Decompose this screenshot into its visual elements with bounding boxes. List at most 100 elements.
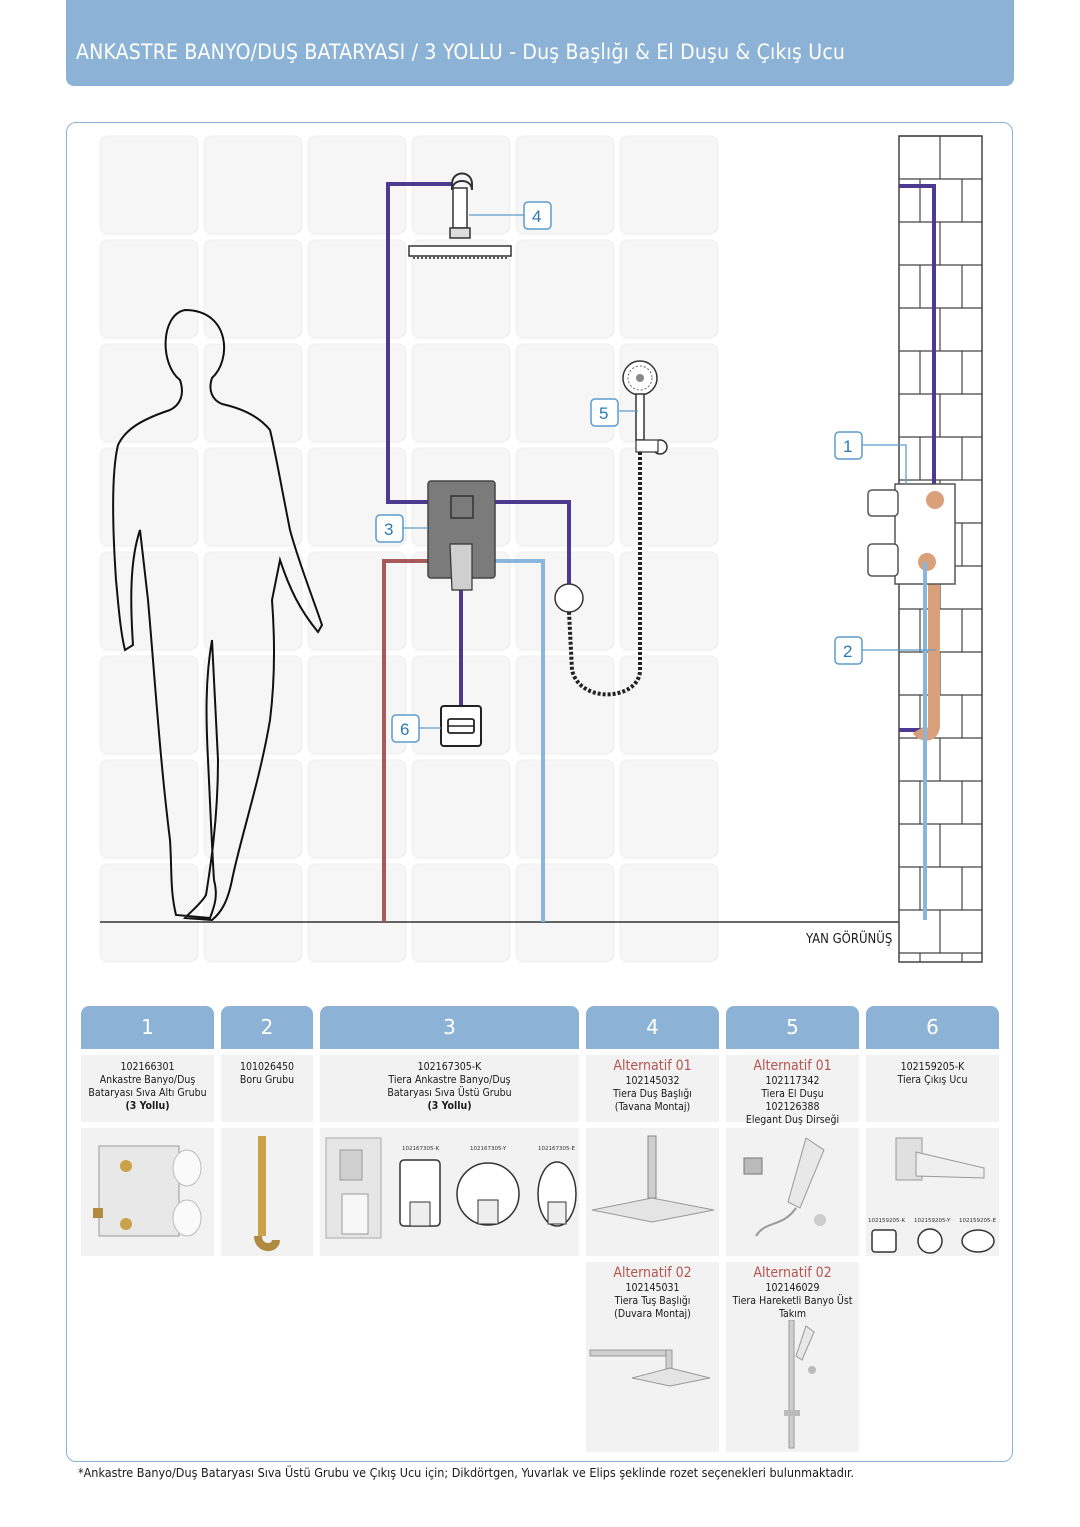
part-1-image [81,1128,214,1256]
callout-2-label: 2 [843,642,852,661]
wall-shower-icon [589,1349,711,1387]
part-5-image [726,1128,859,1256]
side-view-wall [867,135,983,963]
ceiling-shower-icon [591,1135,715,1223]
wall-tile [515,759,615,859]
wall-tile [307,239,407,339]
wall-tile [99,343,199,443]
spout-variant-e: 102159205-E [959,1218,996,1224]
wall-tile [411,343,511,443]
wall-tile [99,239,199,339]
mixer-valve [427,480,496,591]
installation-diagram: 4 5 3 6 1 2 YAN GÖRÜNÜŞ [99,135,983,963]
column-header-3: 3 [320,1006,579,1049]
variant-e-label: 102167305-E [538,1146,575,1152]
callout-1-label: 1 [843,437,852,456]
content-panel [66,122,1013,1462]
side-view-label: YAN GÖRÜNÜŞ [805,930,892,947]
spout-icon: 102159205-K 102159205-Y 102159205-E [868,1137,996,1254]
wall-tiles [99,135,719,963]
callout-2 [834,636,863,665]
callout-5-label: 5 [599,404,608,423]
spout-outlet [440,705,482,747]
callout-4 [523,201,552,230]
column-header-6: 6 [866,1006,999,1049]
pipe-network [382,182,571,922]
wall-tile [411,759,511,859]
trim-set-icon: 102167305-K 102167305-Y 102167305-E [325,1137,577,1239]
wall-tile [203,135,303,235]
wall-tile [307,343,407,443]
wall-tile [99,447,199,547]
callout-boxes [375,201,863,743]
column-header-2: 2 [221,1006,313,1049]
callout-6-label: 6 [400,720,409,739]
hand-shower-icon [743,1137,826,1237]
spout-variant-k: 102159205-K [868,1218,905,1224]
wall-tile [411,239,511,339]
purple-pipe-head [386,182,452,504]
hand-shower [554,360,668,697]
wall-tile [619,135,719,235]
part-6-image: 102159205-K 102159205-Y 102159205-E [866,1128,999,1256]
red-pipe-hot [382,559,430,922]
footnote: *Ankastre Banyo/Duş Bataryası Sıva Üstü … [78,1465,855,1480]
wall-tile [307,655,407,755]
wall-tile [99,863,199,963]
concealed-body-icon [93,1145,202,1237]
wall-tile [515,655,615,755]
wall-tile [203,343,303,443]
page-title: ANKASTRE BANYO/DUŞ BATARYASI / 3 YOLLU -… [76,40,846,64]
wall-tile [619,551,719,651]
callout-6 [391,714,420,743]
part-4-image [586,1128,719,1256]
column-header-4: 4 [586,1006,719,1049]
variant-k-label: 102167305-K [402,1146,439,1152]
part-2-image [221,1128,313,1256]
wall-tile [203,551,303,651]
slide-bar-icon [784,1320,816,1449]
wall-tile [619,759,719,859]
wall-tile [515,863,615,963]
callout-1 [834,431,863,460]
wall-tile [307,759,407,859]
column-header-5: 5 [726,1006,859,1049]
human-silhouette [112,308,324,922]
blue-pipe-cold [495,559,545,922]
wall-tile [99,655,199,755]
wall-tile [203,759,303,859]
pipe-set-icon [254,1136,280,1251]
overhead-shower [408,172,512,259]
wall-tile [203,655,303,755]
wall-tile [307,551,407,651]
wall-tile [515,239,615,339]
spout-variant-y: 102159205-Y [914,1218,951,1224]
callouts [403,214,936,729]
wall-tile [619,863,719,963]
wall-tile [99,759,199,859]
wall-tile [203,239,303,339]
wall-tile [619,655,719,755]
callout-3 [375,514,404,543]
header-banner: ANKASTRE BANYO/DUŞ BATARYASI / 3 YOLLU -… [66,0,1014,86]
wall-tile [515,343,615,443]
wall-tile [307,863,407,963]
callout-3-label: 3 [384,520,393,539]
wall-tile [411,863,511,963]
wall-tile [619,239,719,339]
variant-y-label: 102167305-Y [470,1146,507,1152]
wall-tile [203,863,303,963]
wall-tile [619,447,719,547]
wall-tile [99,135,199,235]
part-3-image: 102167305-K 102167305-Y 102167305-E [320,1128,579,1256]
column-header-1: 1 [81,1006,214,1049]
wall-tile [203,447,303,547]
